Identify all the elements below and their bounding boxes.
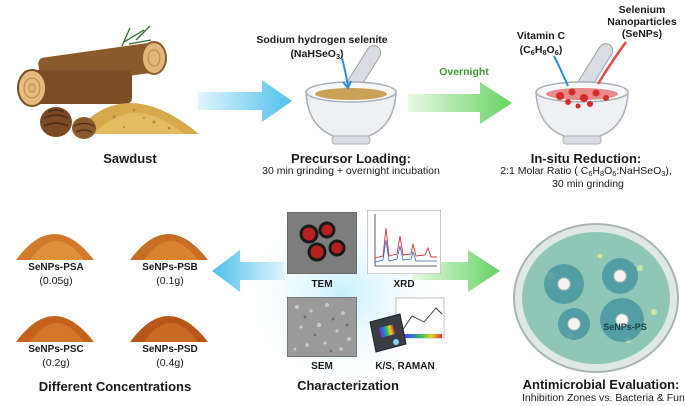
pinecone-icon <box>40 107 72 137</box>
np-label-1: Selenium <box>618 4 666 16</box>
precursor-detail: 30 min grinding + overnight incubation <box>262 165 440 177</box>
powder-pile <box>130 234 208 260</box>
sawdust-pile <box>74 103 199 134</box>
arrow-right-icon <box>198 80 292 122</box>
reduction-caption: In-situ Reduction: <box>530 151 642 166</box>
arrow-right-icon <box>408 82 512 124</box>
mortar-pestle-icon <box>535 41 629 145</box>
powder-pile <box>16 316 94 342</box>
sem-image <box>287 297 357 357</box>
tem-label: TEM <box>311 279 333 290</box>
sample-mass-psc: (0.2g) <box>42 357 70 369</box>
arrow-left-icon <box>212 250 285 292</box>
tem-image <box>287 212 357 274</box>
sem-label: SEM <box>311 361 333 372</box>
ks-raman-label: K/S, RAMAN <box>375 361 435 372</box>
vitamin-name: Vitamin C <box>516 30 566 42</box>
np-label-2: Nanoparticles <box>607 16 677 28</box>
sample-name-psd: SeNPs-PSD <box>142 344 198 355</box>
sawdust-caption: Sawdust <box>103 151 157 166</box>
powder-pile <box>16 234 94 260</box>
reduction-ratio: 2:1 Molar Ratio ( C6H8O6:NaHSeO3), <box>500 165 672 178</box>
petri-dish-icon <box>513 223 679 373</box>
np-label-3: (SeNPs) <box>621 28 663 40</box>
xrd-label: XRD <box>393 279 415 290</box>
characterization-caption: Characterization <box>297 378 399 393</box>
sample-name-psa: SeNPs-PSA <box>28 262 84 273</box>
xrd-chart-icon <box>367 210 441 274</box>
sample-mass-psb: (0.1g) <box>156 275 184 287</box>
reduction-detail: 30 min grinding <box>552 178 624 190</box>
antimicrobial-caption: Antimicrobial Evaluation: <box>522 377 680 392</box>
sample-mass-psa: (0.05g) <box>39 275 73 287</box>
overnight-label: Overnight <box>439 66 489 78</box>
vitamin-formula: (C6H8O6) <box>519 44 563 57</box>
spectrometer-icon <box>369 297 445 353</box>
pinecone-icon <box>72 117 96 139</box>
sample-name-psb: SeNPs-PSB <box>142 262 198 273</box>
sample-name-psc: SeNPs-PSC <box>28 344 84 355</box>
arrow-right-icon <box>412 250 500 292</box>
logs-illustration <box>17 25 199 139</box>
mortar-pestle-icon <box>305 45 397 145</box>
sample-mass-psd: (0.4g) <box>156 357 184 369</box>
concentrations-caption: Different Concentrations <box>38 379 192 394</box>
reagent-name: Sodium hydrogen selenite <box>256 34 388 46</box>
reagent-formula: (NaHSeO3) <box>290 48 344 61</box>
antimicrobial-detail: Inhibition Zones vs. Bacteria & Fungi <box>522 392 685 404</box>
powder-pile <box>130 316 208 342</box>
precursor-caption: Precursor Loading: <box>291 151 411 166</box>
dish-label: SeNPs-PS <box>603 322 647 332</box>
